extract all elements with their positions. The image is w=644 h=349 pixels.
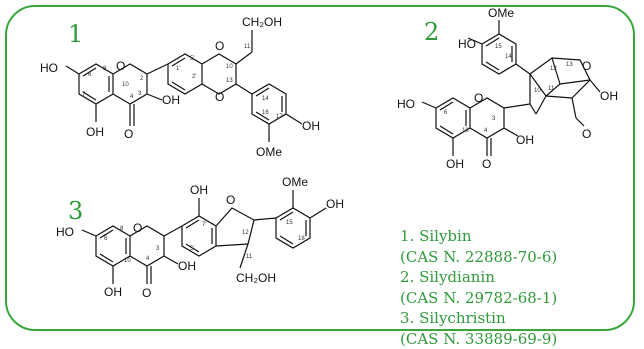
svg-text:14: 14 <box>262 96 269 102</box>
svg-text:10: 10 <box>124 258 131 264</box>
svg-text:10: 10 <box>122 82 129 88</box>
legend-line-silydianin: 2. Silydianin <box>400 267 557 288</box>
svg-text:4: 4 <box>146 256 150 262</box>
s1-atom-o1: O <box>116 59 125 73</box>
svg-text:2': 2' <box>192 74 196 80</box>
svg-text:11: 11 <box>244 44 251 50</box>
s3-ring-b <box>182 216 216 256</box>
svg-text:3: 3 <box>138 91 142 97</box>
legend-line-silychristin: 3. Silychristin <box>400 308 557 329</box>
legend-line-silybin: 1. Silybin <box>400 226 557 247</box>
s2-atom-o-carbonyl: O <box>482 157 491 171</box>
svg-text:6: 6 <box>88 72 92 78</box>
svg-text:3: 3 <box>156 246 160 252</box>
svg-text:11: 11 <box>246 254 253 260</box>
svg-text:1': 1' <box>176 66 180 72</box>
s1-atom-o-carbonyl: O <box>124 127 133 141</box>
s1-atom-ome: OMe <box>256 145 282 159</box>
s3-atom-oh-3: OH <box>178 259 196 273</box>
s1-atom-o-dioxane-top: O <box>215 39 224 53</box>
svg-text:3: 3 <box>492 116 496 122</box>
s1-ring-a <box>79 64 113 104</box>
svg-text:16: 16 <box>262 110 269 116</box>
s2-atom-ome: OMe <box>488 6 514 20</box>
s1-atom-oh-3: OH <box>162 93 180 107</box>
legend-line-silydianin-cas: (CAS N. 29782-68-1) <box>400 288 557 309</box>
svg-text:4: 4 <box>484 128 488 134</box>
structure-3-silychristin: HO O OH O OH OH O CH₂OH OMe OH 6 8 10 3 4 7… <box>56 175 344 300</box>
s1-atom-ho: HO <box>40 61 58 75</box>
s3-atom-o-carbonyl: O <box>142 286 151 300</box>
s3-atom-ho: HO <box>56 225 74 239</box>
svg-text:10: 10 <box>534 88 541 94</box>
svg-text:8: 8 <box>120 226 124 232</box>
s2-atom-oh-cage: OH <box>600 89 618 103</box>
svg-text:5': 5' <box>190 56 194 62</box>
s2-atom-o-bridge: O <box>582 59 591 73</box>
svg-text:15: 15 <box>495 44 502 50</box>
s3-atom-oh-d: OH <box>326 197 344 211</box>
s3-atom-ch2oh: CH₂OH <box>236 271 276 285</box>
svg-text:13: 13 <box>226 78 233 84</box>
svg-text:8: 8 <box>103 66 107 72</box>
s3-atom-oh-5: OH <box>104 285 122 299</box>
svg-text:4: 4 <box>130 94 134 100</box>
legend-line-silychristin-cas: (CAS N. 33889-69-9) <box>400 329 557 349</box>
svg-text:17: 17 <box>276 114 283 120</box>
svg-text:7': 7' <box>202 222 206 228</box>
svg-text:12: 12 <box>242 230 249 236</box>
s2-atom-ho-aryl: HO <box>458 37 476 51</box>
s3-atom-o-ring: O <box>133 221 142 235</box>
s1-atom-oh-5: OH <box>86 125 104 139</box>
s3-ring-furan <box>216 208 254 246</box>
s2-atom-o-ketone: O <box>582 127 591 141</box>
s3-ring-d <box>276 208 310 248</box>
s3-atom-ome: OMe <box>282 175 308 189</box>
svg-text:6: 6 <box>444 110 448 116</box>
s3-atom-o-furan: O <box>226 193 235 207</box>
svg-text:10: 10 <box>226 64 233 70</box>
structure-1-silybin: HO O OH O OH O O CH₂OH OH OMe 67 810 23 … <box>40 15 320 159</box>
svg-text:18: 18 <box>298 236 305 242</box>
svg-text:13: 13 <box>566 62 573 68</box>
svg-text:6: 6 <box>104 236 108 242</box>
svg-text:10: 10 <box>462 128 469 134</box>
s1-atom-ch2oh: CH₂OH <box>242 15 282 29</box>
s1-atom-oh-e: OH <box>302 119 320 133</box>
svg-text:11: 11 <box>548 86 555 92</box>
s2-atom-oh-5: OH <box>446 157 464 171</box>
svg-text:14: 14 <box>505 54 512 60</box>
s1-atom-o-dioxane-bottom: O <box>215 90 224 104</box>
s2-atom-ho: HO <box>397 97 415 111</box>
s2-atom-oh-3: OH <box>516 133 534 147</box>
svg-text:5': 5' <box>190 246 194 252</box>
s1-ring-b <box>168 54 202 94</box>
s3-atom-oh-top: OH <box>190 183 208 197</box>
s2-atom-o-ring: O <box>474 91 483 105</box>
s1-ring-dioxane <box>202 54 236 94</box>
svg-text:12: 12 <box>550 66 557 72</box>
legend-line-silybin-cas: (CAS N. 22888-70-6) <box>400 247 557 268</box>
compound-legend: 1. Silybin (CAS N. 22888-70-6) 2. Silydi… <box>400 226 557 349</box>
svg-text:15: 15 <box>286 220 293 226</box>
svg-text:2: 2 <box>140 76 144 82</box>
